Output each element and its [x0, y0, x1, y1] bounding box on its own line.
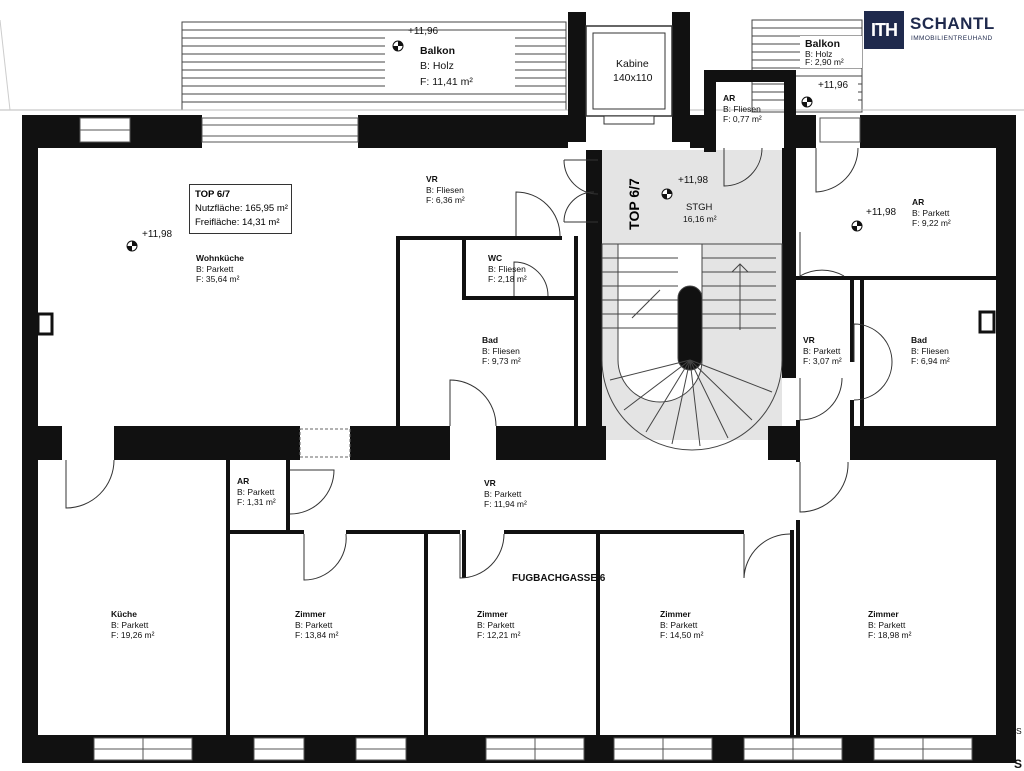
- room-balcony-right: Balkon B: Holz F: 2,90 m²: [805, 38, 844, 67]
- room-zimmer-4: Zimmer B: Parkett F: 18,98 m²: [868, 609, 912, 640]
- room-vr-main: VR B: Parkett F: 11,94 m²: [484, 478, 527, 509]
- unit-vertical-label: TOP 6/7: [626, 178, 642, 230]
- ar-shaft-top: [704, 70, 796, 152]
- elevator-name: Kabine: [616, 58, 649, 70]
- room-wc: WC B: Fliesen F: 2,18 m²: [488, 253, 527, 284]
- company-logo: ITH SCHANTL IMMOBILIENTREUHAND: [864, 11, 1024, 49]
- level-label: +11,96: [818, 80, 849, 91]
- room-bad-mid: Bad B: Fliesen F: 9,73 m²: [482, 335, 521, 366]
- elevator-size: 140x110: [613, 72, 653, 84]
- level-label: +11,98: [678, 175, 709, 186]
- interior-load-walls: [22, 148, 996, 460]
- room-vr-top: VR B: Fliesen F: 6,36 m²: [426, 174, 465, 205]
- level-label: +11,98: [866, 207, 897, 218]
- logo-name: SCHANTL: [910, 14, 995, 33]
- logo-subtitle: IMMOBILIENTREUHAND: [911, 35, 993, 42]
- room-ar-right: AR B: Parkett F: 9,22 m²: [912, 197, 951, 228]
- room-ar-small: AR B: Parkett F: 1,31 m²: [237, 476, 276, 507]
- unit-usable-area: Nutzfläche: 165,95 m²: [195, 203, 288, 214]
- elevator-shaft: [568, 12, 690, 142]
- edge-mark: S: [1016, 726, 1022, 736]
- edge-mark: S: [1014, 757, 1023, 771]
- room-vr-right: VR B: Parkett F: 3,07 m²: [803, 335, 842, 366]
- staircase: [601, 243, 783, 451]
- level-label: +11,98: [142, 229, 173, 240]
- room-wohnkueche: Wohnküche B: Parkett F: 35,64 m²: [196, 253, 245, 284]
- room-zimmer-3: Zimmer B: Parkett F: 14,50 m²: [660, 609, 704, 640]
- room-stgh: STGH 16,16 m²: [683, 202, 717, 224]
- room-kueche: Küche B: Parkett F: 19,26 m²: [111, 609, 155, 640]
- logo-badge: ITH: [864, 11, 904, 49]
- partition-walls: [28, 236, 996, 736]
- room-zimmer-2: Zimmer B: Parkett F: 12,21 m²: [477, 609, 521, 640]
- room-balcony-left: Balkon B: Holz F: 11,41 m²: [420, 45, 473, 88]
- unit-title: TOP 6/7: [195, 189, 231, 200]
- top-windows: [79, 117, 861, 143]
- street-label: FUGBACHGASSE 6: [512, 573, 606, 584]
- room-ar-top: AR B: Fliesen F: 0,77 m²: [723, 93, 762, 124]
- doors: [65, 147, 893, 581]
- room-bad-right: Bad B: Fliesen F: 6,94 m²: [911, 335, 950, 366]
- level-label: +11,96: [408, 26, 439, 37]
- room-zimmer-1: Zimmer B: Parkett F: 13,84 m²: [295, 609, 339, 640]
- unit-outdoor-area: Freifläche: 14,31 m²: [195, 217, 280, 228]
- unit-info-box: TOP 6/7 Nutzfläche: 165,95 m² Freifläche…: [189, 184, 292, 234]
